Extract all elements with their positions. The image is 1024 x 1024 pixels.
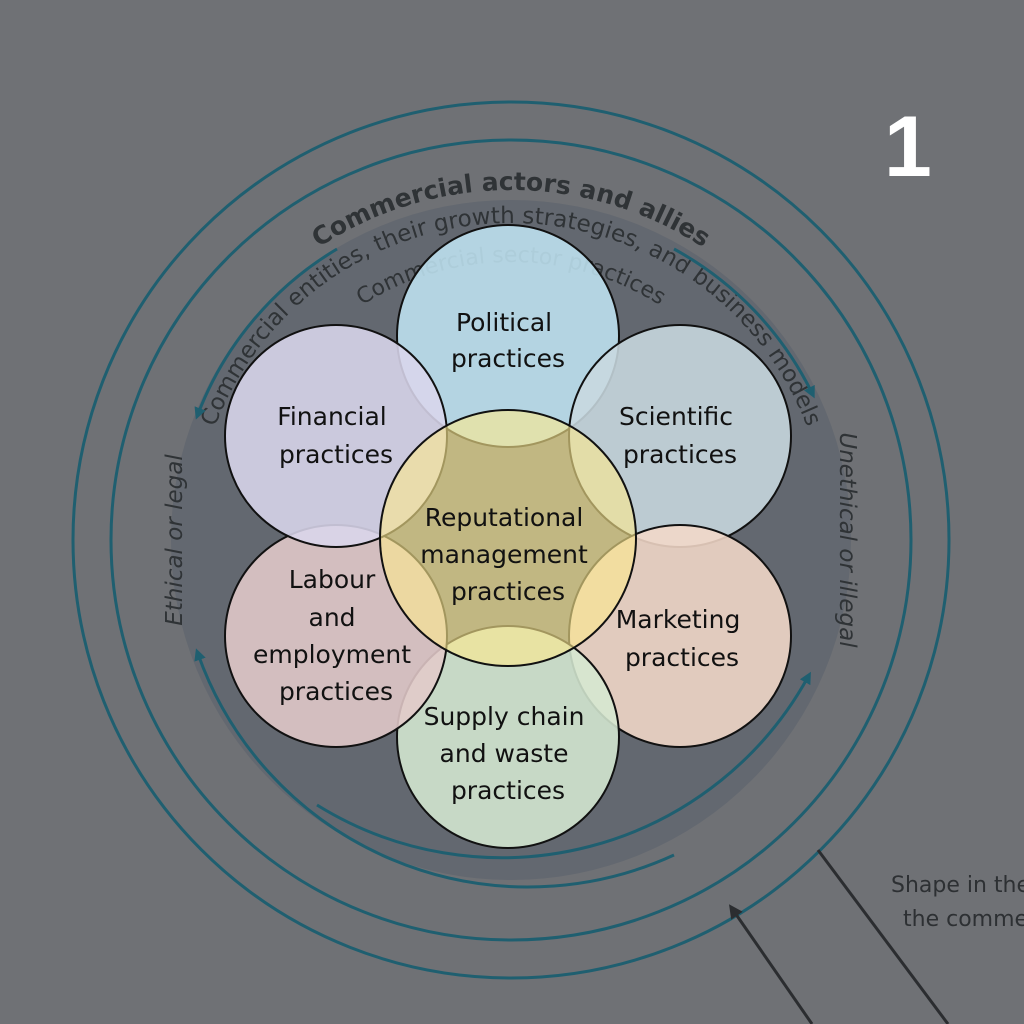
arrow-bottom-right <box>316 671 811 860</box>
middle-ring-circle <box>109 138 913 942</box>
arrow-bottom-left <box>194 648 675 889</box>
caption-line-2: the comme <box>903 907 1024 932</box>
caption-line-1: Shape in the <box>891 873 1024 898</box>
caption-arrow-line <box>729 904 814 1024</box>
outer-ring-circle <box>71 100 951 980</box>
supply-chain-practices-label: Supply chain and waste practices <box>424 702 593 805</box>
ethical-label: Ethical or legal <box>162 454 188 626</box>
arrow-top-left <box>194 247 338 420</box>
financial-practices-label: Financial practices <box>277 402 394 469</box>
labour-practices-label: Labour and employment practices <box>253 565 419 706</box>
reputational-practices-label: Reputational management practices <box>420 503 595 606</box>
arrow-top-right <box>673 247 815 399</box>
panel-number: 1 <box>884 99 932 195</box>
scientific-practices-label: Scientific practices <box>619 402 741 469</box>
unethical-label: Unethical or illegal <box>834 432 860 648</box>
marketing-practices-label: Marketing practices <box>616 605 749 672</box>
reputational-practices-circle <box>379 409 637 667</box>
caption-connector-line <box>816 849 950 1024</box>
political-practices-label: Political practices <box>451 308 565 373</box>
